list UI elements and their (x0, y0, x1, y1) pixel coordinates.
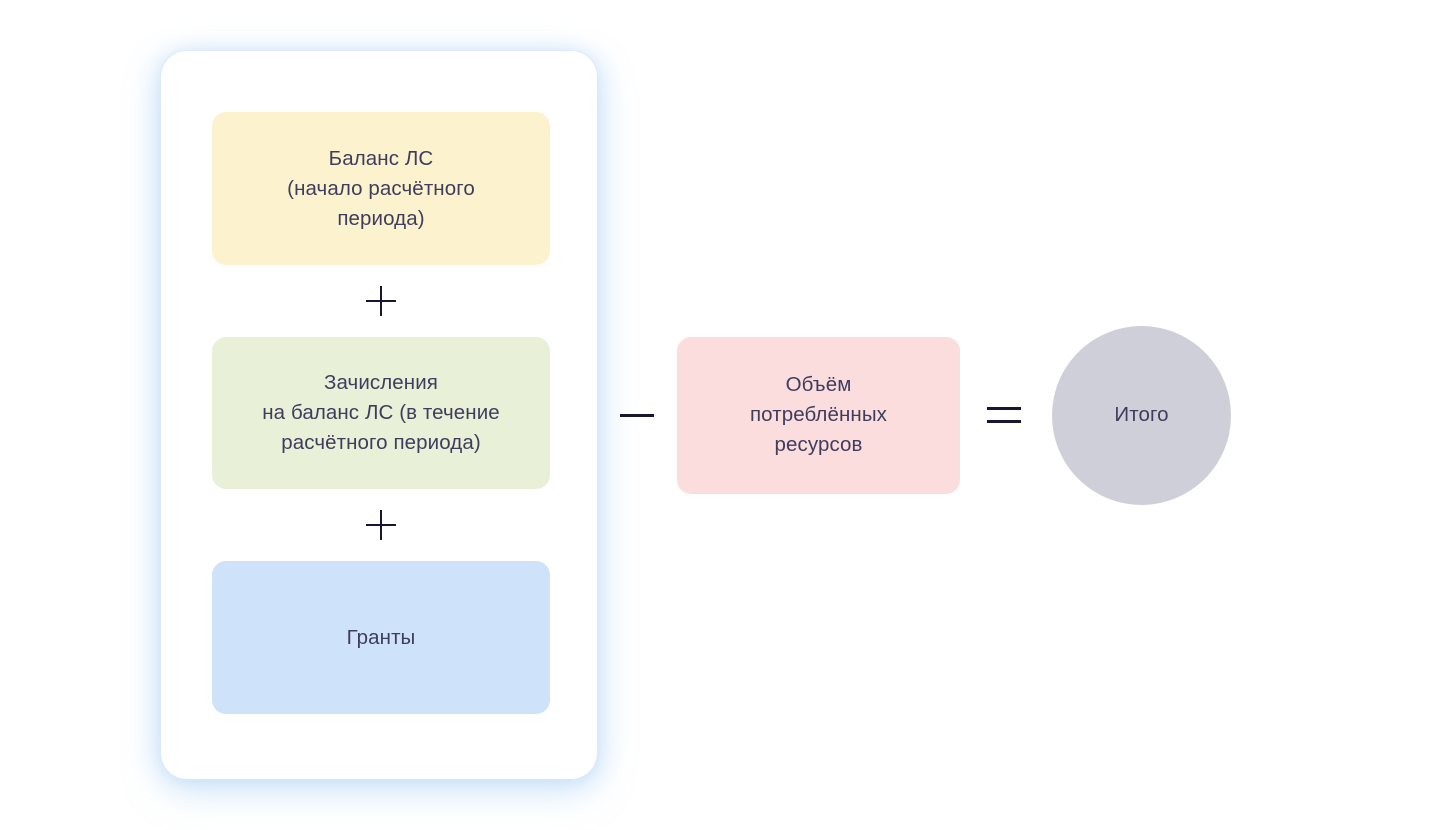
total-label: Итого (1114, 403, 1169, 426)
card-consumed-resources-label: Объём потреблённых ресурсов (749, 373, 888, 456)
plus-icon (366, 286, 396, 316)
card-grants: Гранты (212, 561, 550, 714)
card-balance-ls: Баланс ЛС (начало расчётного периода) (212, 112, 550, 265)
equals-icon (987, 407, 1021, 423)
formula-panel: Баланс ЛС (начало расчётного периода) За… (161, 51, 597, 779)
card-grants-label: Гранты (346, 625, 416, 649)
card-balance-ls-label: Баланс ЛС (начало расчётного периода) (287, 146, 475, 230)
equation-row: Объём потреблённых ресурсов Итого (620, 325, 1231, 505)
card-credits-label: Зачисления на баланс ЛС (в течение расчё… (262, 371, 500, 454)
card-credits: Зачисления на баланс ЛС (в течение расчё… (212, 337, 550, 489)
plus-icon (366, 510, 396, 540)
total-circle: Итого (1052, 325, 1231, 505)
card-consumed-resources: Объём потреблённых ресурсов (677, 336, 960, 494)
formula-stack: Баланс ЛС (начало расчётного периода) За… (212, 112, 550, 714)
minus-icon (620, 413, 654, 417)
